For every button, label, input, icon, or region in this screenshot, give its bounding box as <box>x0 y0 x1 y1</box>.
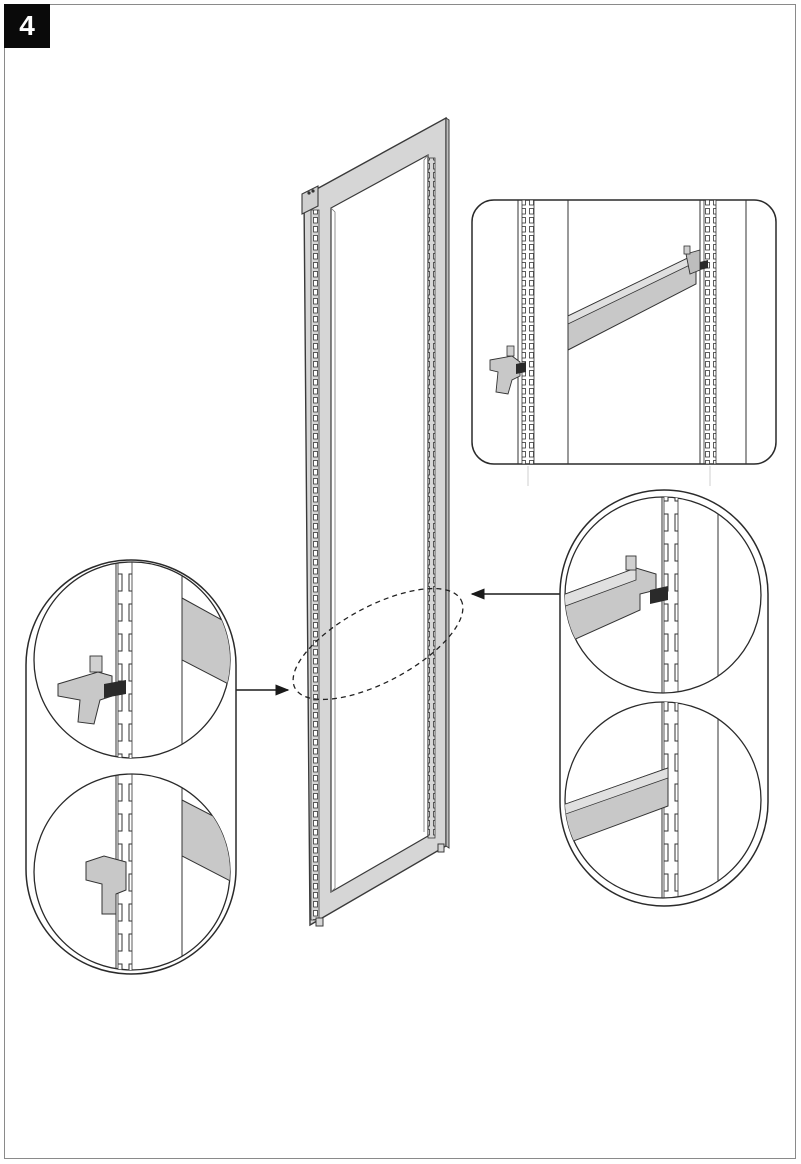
step-number-badge: 4 <box>4 4 50 48</box>
detail-pill-left <box>25 559 237 975</box>
detail-box-mounted-rail <box>471 199 777 486</box>
bracket-hook-icon <box>650 586 668 604</box>
bracket-hook-icon <box>57 671 113 725</box>
highlight-area <box>292 587 464 701</box>
bracket-hook-icon <box>489 355 521 395</box>
door-frame <box>301 116 450 927</box>
detail-pill-right <box>559 489 769 907</box>
bracket-hook-icon <box>85 855 127 915</box>
